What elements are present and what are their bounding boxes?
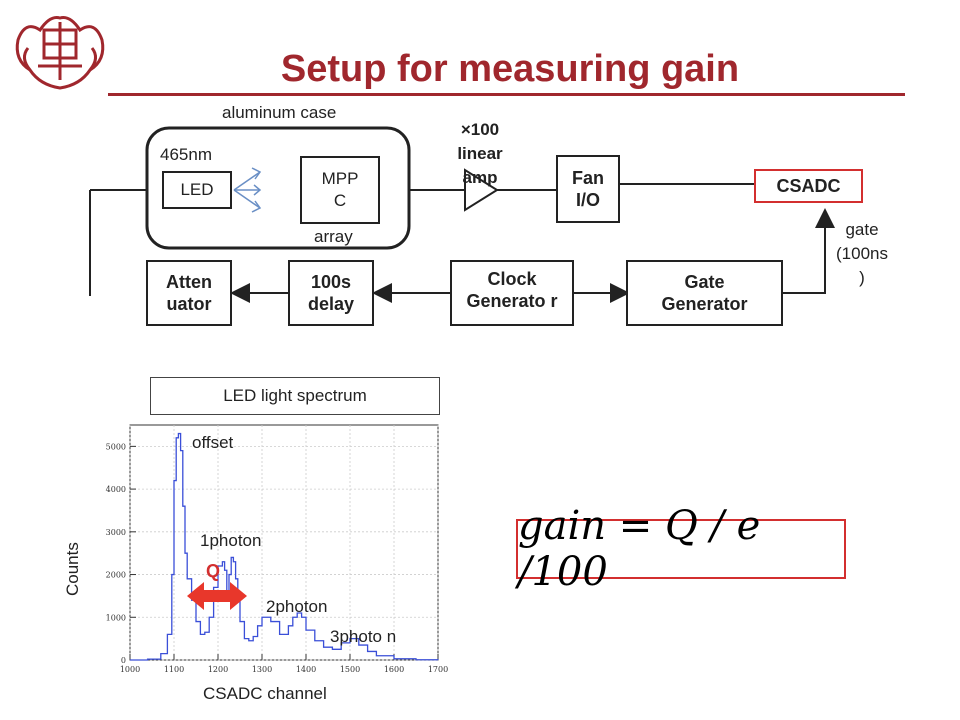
delay-box: 100s delay bbox=[288, 260, 374, 326]
x-tick-label: 1000 bbox=[120, 665, 140, 674]
photon1-label: 1photon bbox=[200, 531, 262, 550]
photon3-label: 3photo n bbox=[330, 627, 397, 646]
y-tick-label: 5000 bbox=[106, 442, 126, 451]
x-tick-label: 1200 bbox=[208, 665, 228, 674]
csadc-box: CSADC bbox=[754, 169, 863, 203]
q-label: Q bbox=[206, 561, 221, 581]
spectrum-legend: LED light spectrum bbox=[150, 377, 440, 415]
led-box: LED bbox=[162, 171, 232, 209]
aluminum-case bbox=[145, 126, 411, 250]
plot-frame bbox=[129, 424, 439, 661]
light-rays-icon bbox=[233, 167, 262, 213]
y-tick-label: 0 bbox=[121, 656, 126, 665]
mppc-box: MPP C bbox=[300, 156, 380, 224]
spectrum-series-line bbox=[130, 432, 439, 661]
y-tick-label: 3000 bbox=[106, 528, 126, 537]
gate-label: gate (100ns ) bbox=[836, 220, 888, 287]
led-wavelength-label: 465nm bbox=[160, 145, 212, 164]
x-tick-label: 1500 bbox=[340, 665, 360, 674]
photon2-label: 2photon bbox=[266, 597, 328, 616]
x-tick-label: 1700 bbox=[428, 665, 448, 674]
x-axis-label: CSADC channel bbox=[203, 684, 327, 703]
gain-formula: gain = Q / e /100 bbox=[516, 503, 846, 595]
amp-label: ×100 linear amp bbox=[457, 120, 503, 187]
clock-generator-label: Clock Generato r bbox=[466, 269, 558, 311]
y-tick-label: 2000 bbox=[106, 571, 126, 580]
page-title: Setup for measuring gain bbox=[280, 48, 740, 90]
x-tick-label: 1600 bbox=[384, 665, 404, 674]
clock-generator-box: Clock Generato r bbox=[450, 260, 574, 326]
title-underline bbox=[108, 93, 905, 96]
array-label: array bbox=[314, 227, 353, 246]
amp-triangle bbox=[464, 168, 499, 212]
x-tick-label: 1300 bbox=[252, 665, 272, 674]
x-tick-label: 1400 bbox=[296, 665, 316, 674]
offset-label: offset bbox=[192, 433, 234, 452]
x-tick-label: 1100 bbox=[164, 665, 184, 674]
aluminum-case-label: aluminum case bbox=[222, 103, 337, 122]
y-tick-label: 1000 bbox=[106, 613, 126, 622]
attenuator-box: Atten uator bbox=[146, 260, 232, 326]
gate-generator-box: Gate Generator bbox=[626, 260, 783, 326]
y-tick-label: 4000 bbox=[106, 485, 126, 494]
fan-io-box: Fan I/O bbox=[556, 155, 620, 223]
